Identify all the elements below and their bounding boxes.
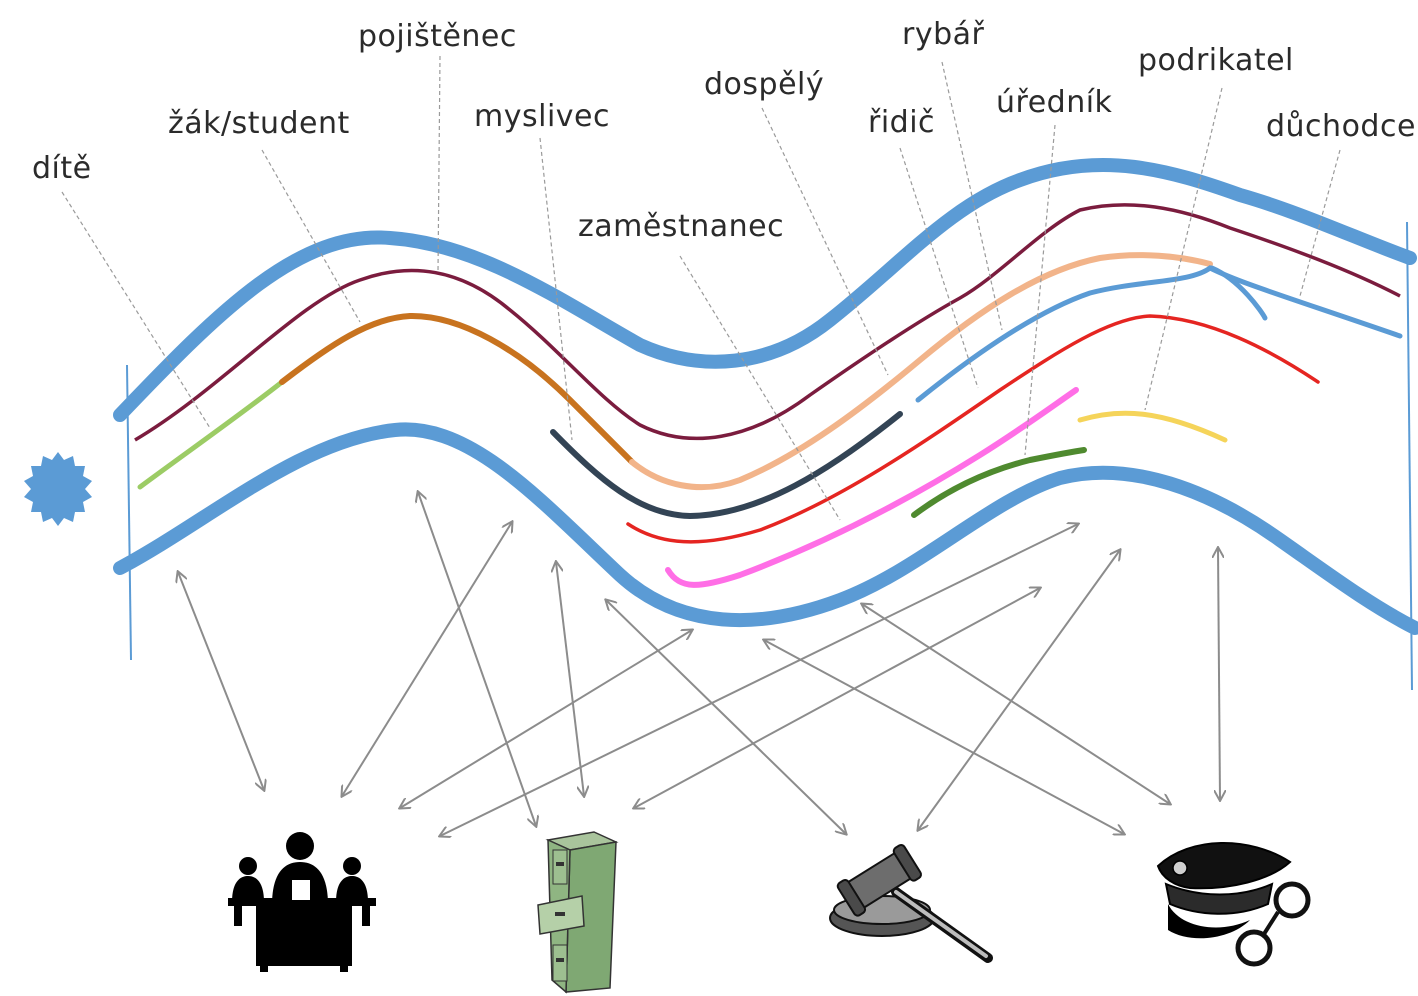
role-line-duchodce — [1209, 265, 1268, 321]
arrow-police-2 — [862, 604, 1170, 804]
filing-cabinet-icon — [537, 831, 619, 994]
gavel-icon — [829, 844, 993, 963]
classroom-icon — [228, 832, 376, 972]
label-zamestnanec: zaměstnanec — [578, 209, 784, 244]
label-ridic: řidič — [868, 105, 935, 140]
role-line-pojistenec — [134, 203, 1401, 442]
arrow-police-3 — [1218, 548, 1220, 800]
arrow-police-1 — [764, 640, 1124, 834]
label-dospely: dospělý — [704, 67, 824, 102]
role-line-dospely — [629, 252, 1213, 491]
arrow-office-2 — [556, 562, 584, 796]
relation-arrows — [178, 492, 1220, 836]
arrow-court-1 — [606, 600, 846, 834]
label-student: žák/student — [168, 106, 350, 141]
police-cap-handcuffs-icon — [1156, 842, 1311, 967]
role-line-rybar — [915, 265, 1403, 403]
arrow-office-1 — [418, 492, 536, 826]
role-line-student — [279, 312, 635, 465]
label-urednik: úředník — [996, 85, 1113, 120]
role-line-myslivec — [550, 411, 903, 520]
label-dite: dítě — [32, 151, 92, 186]
label-myslivec: myslivec — [474, 99, 610, 134]
leader-lines — [61, 55, 1341, 521]
role-line-dite — [137, 379, 285, 490]
label-rybar: rybář — [902, 17, 985, 52]
role-line-urednik — [911, 447, 1087, 518]
arrow-court-2 — [918, 550, 1120, 830]
label-podnikatel: podrikatel — [1138, 43, 1294, 78]
label-pojistenec: pojištěnec — [358, 19, 517, 54]
sun-icon — [24, 452, 92, 526]
arrow-school-1 — [178, 572, 264, 790]
arrow-court-3 — [440, 524, 1078, 836]
end-line — [1406, 221, 1413, 691]
river-top-bank — [113, 157, 1417, 422]
label-duchodce: důchodce — [1266, 109, 1416, 144]
arrow-office-3 — [400, 630, 692, 808]
role-line-podnikatel — [1077, 410, 1228, 443]
